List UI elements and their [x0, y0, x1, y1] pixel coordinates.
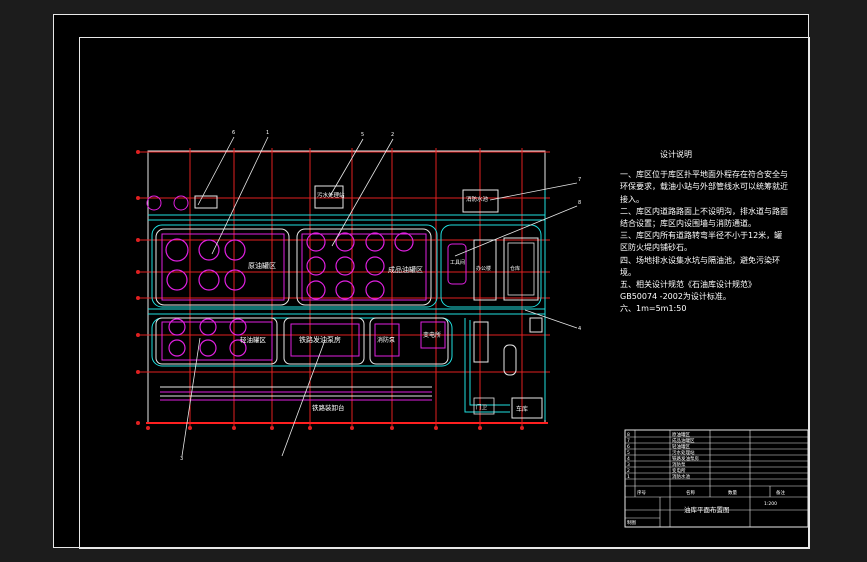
building-substation: 变电所 [423, 331, 441, 339]
drawing-frame [79, 37, 810, 549]
tank [335, 232, 355, 252]
building-fire-pool: 消防水池 [466, 195, 489, 203]
svg-text:1: 1 [627, 474, 630, 480]
tank [335, 280, 355, 300]
note-item: 五、相关设计规范《石油库设计规范》 [620, 280, 756, 290]
tb-row: 轻油罐区 [672, 443, 690, 450]
site-boundary [147, 150, 546, 424]
building-warehouse: 仓库 [510, 265, 520, 272]
tank [198, 269, 220, 291]
svg-text:5: 5 [627, 450, 630, 456]
tank [199, 318, 217, 336]
zone-label-product: 成品油罐区 [388, 265, 423, 274]
tb-row: 消防泵 [672, 461, 686, 468]
svg-text:3: 3 [627, 462, 630, 468]
zone-label-light: 轻油罐区 [240, 335, 267, 344]
zone-label-crude: 原油罐区 [248, 261, 276, 270]
light-tank-area: 轻油罐区 [161, 318, 273, 361]
svg-text:2: 2 [627, 468, 630, 474]
tank [306, 256, 326, 276]
product-tank-area: 成品油罐区 [301, 232, 427, 301]
tb-row: 污水处理站 [672, 449, 695, 456]
callout-5: 5 [361, 132, 364, 138]
svg-text:7: 7 [627, 438, 630, 444]
callout-6: 6 [232, 130, 235, 136]
tank [306, 232, 326, 252]
callout-8: 8 [578, 200, 581, 206]
note-item: GB50074 -2002为设计标准。 [620, 292, 731, 302]
crude-tank-area: 原油罐区 [161, 233, 285, 301]
tank [365, 280, 385, 300]
tank [229, 339, 247, 357]
building-guard: 门卫 [476, 403, 488, 411]
tank [224, 269, 246, 291]
tank [306, 280, 326, 300]
note-item: 二、库区内道路路面上不设明沟，排水道与路面结合设置；库区内设围墙与消防通道。 [620, 206, 788, 229]
tb-row: 铁路发油泵房 [672, 455, 699, 462]
rail-platform-label: 铁路装卸台 [312, 403, 345, 412]
tb-row: 消防水池 [672, 473, 690, 480]
tank [198, 239, 220, 261]
building-fire-pump: 消防泵 [377, 336, 395, 344]
tank [168, 339, 186, 357]
grid-axis-marks [136, 150, 524, 430]
buildings: 铁路发油泵房 消防泵 变电所 污水处理站 消防水池 工具间 办公楼 仓库 车库 … [146, 185, 543, 419]
notes-title: 设计说明 [660, 150, 692, 159]
building-office: 办公楼 [476, 265, 491, 272]
callout-7: 7 [578, 177, 581, 183]
callout-2: 2 [391, 132, 394, 138]
tank [224, 239, 246, 261]
building-garage: 车库 [516, 405, 528, 413]
tb-head: 备注 [776, 489, 785, 496]
grid-lines [140, 148, 550, 428]
tb-row: 原油罐区 [672, 431, 690, 438]
tank [165, 238, 189, 262]
tb-row: 成品油罐区 [672, 437, 695, 444]
tank [229, 318, 247, 336]
tank [335, 256, 355, 276]
tb-sign: 制图 [627, 519, 636, 526]
tank [166, 269, 188, 291]
tb-head: 名称 [686, 489, 695, 496]
callout-4: 4 [578, 326, 581, 332]
svg-text:6: 6 [627, 444, 630, 450]
design-notes: 设计说明 一、库区位于库区扑平地面外程存在符合安全与环保要求，载油小站与外部管线… [620, 149, 790, 316]
tb-row: 变电所 [672, 467, 686, 474]
callout-1: 1 [266, 130, 269, 136]
tank [365, 256, 385, 276]
tank [394, 232, 414, 252]
leader-lines [181, 136, 578, 457]
note-item: 四、场地排水设集水坑与隔油池，避免污染环境。 [620, 255, 780, 277]
tank [365, 232, 385, 252]
svg-text:8: 8 [627, 432, 630, 438]
rail-platform: 铁路装卸台 [160, 386, 432, 412]
title-block: 8 7 6 5 4 3 2 1 原油罐区 成品油罐区 轻油罐区 污水处理站 铁路… [624, 429, 809, 528]
tb-head: 序号 [637, 489, 646, 496]
tank-dikes [155, 228, 449, 365]
building-tool-room: 工具间 [450, 259, 465, 266]
tank [199, 339, 217, 357]
callout-numbers: 6 1 5 2 7 8 4 3 [180, 130, 581, 462]
note-item: 六、1m=5m1:50 [620, 304, 687, 314]
svg-text:4: 4 [627, 456, 630, 462]
note-item: 三、库区内所有道路转弯半径不小于12米，罐区防火堤内铺砂石。 [620, 231, 783, 253]
drawing-title: 油库平面布置图 [684, 505, 730, 514]
tb-head: 数量 [728, 489, 737, 496]
building-pump-house: 铁路发油泵房 [299, 335, 341, 344]
tank [168, 318, 186, 336]
note-item: 一、库区位于库区扑平地面外程存在符合安全与环保要求，载油小站与外部管线水可以统筹… [620, 170, 788, 204]
tb-scale: 1:200 [764, 501, 777, 507]
callout-3: 3 [180, 456, 183, 462]
